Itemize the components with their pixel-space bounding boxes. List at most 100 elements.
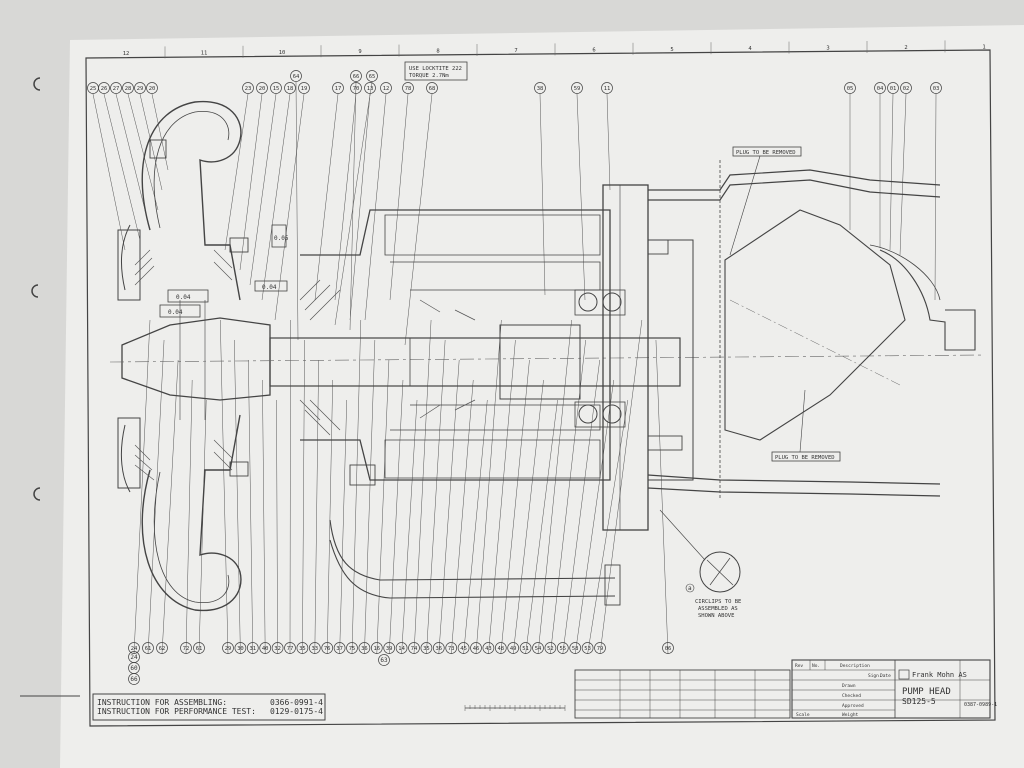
callout-number: 79 <box>597 646 604 652</box>
header-label: Rev <box>795 663 803 669</box>
assembling-code: 0366-0991-4 <box>270 698 323 707</box>
callout-bubble: 74 <box>408 319 432 655</box>
callout-number: 16 <box>373 646 380 652</box>
callout-number: 30 <box>237 646 244 652</box>
drawing-title: PUMP HEAD <box>902 687 951 697</box>
header-label: No. <box>812 663 820 669</box>
locktite-note: USE LOCKTITE 222 TORQUE 2.7Nm <box>404 61 468 81</box>
callout-number: 46 <box>473 646 480 652</box>
callout-bubble: 53 <box>581 399 629 655</box>
callout-bubble: 64 <box>290 70 302 341</box>
callout-number: 11 <box>604 86 611 92</box>
callout-number: 68 <box>429 86 436 92</box>
callout-number: 78 <box>405 86 412 92</box>
callout-number: 36 <box>435 646 442 652</box>
callout-bubble: 16 <box>370 359 390 655</box>
callout-number: 25 <box>90 86 97 92</box>
callout-bubble: 23 <box>224 82 254 251</box>
callout-bubble: 51 <box>519 399 558 655</box>
assembling-label: INSTRUCTION FOR ASSEMBLING: <box>97 698 227 707</box>
callout-bubble: 77 <box>284 319 296 655</box>
header-label: Description <box>840 663 870 669</box>
callout-bubble: 15 <box>249 82 282 286</box>
bolts <box>149 139 683 486</box>
callout-bubble: 17 <box>314 82 344 301</box>
callout-number: 64 <box>293 74 300 80</box>
pump-cross-section <box>109 100 986 612</box>
performance-code: 0129-0175-4 <box>270 707 323 716</box>
scale-bar <box>464 705 566 711</box>
column-number: 4 <box>748 46 752 52</box>
callout-number: 59 <box>574 86 581 92</box>
column-number: 9 <box>358 49 361 55</box>
callout-number: 14 <box>398 646 405 652</box>
note-line: USE LOCKTITE 222 <box>409 66 462 72</box>
callout-bubble: 61 <box>193 399 207 655</box>
callout-number: 54 <box>535 646 542 652</box>
callout-number: 05 <box>847 86 854 92</box>
callout-bubble: 12 <box>364 82 392 321</box>
callout-number: 03 <box>933 86 940 92</box>
field-label: Scale <box>796 712 810 718</box>
drawing-number: 0387-0989-1 <box>964 702 997 708</box>
column-number: 12 <box>123 51 130 57</box>
column-number: 1 <box>982 44 985 50</box>
note-line: SHOWN ABOVE <box>698 613 734 619</box>
callout-bubble: 55 <box>556 359 600 655</box>
callout-number: 23 <box>245 86 252 92</box>
callout-number: 12 <box>383 86 390 92</box>
callout-number: 48 <box>497 646 504 652</box>
callout-bubble: 36 <box>358 339 376 655</box>
callout-bubble: 29 <box>220 319 234 655</box>
plug-note-top: PLUG TO BE REMOVED <box>729 146 802 256</box>
column-number: 3 <box>826 46 829 52</box>
tolerance-frames: 0.04 0.04 0.05 0.04 <box>159 224 289 318</box>
punch-holes <box>20 77 80 697</box>
callout-number: 24 <box>130 654 138 661</box>
callout-number: 62 <box>159 646 166 652</box>
callout-bubble: 40 <box>259 379 272 655</box>
note-line: CIRCLIPS TO BE <box>695 599 741 605</box>
tolerance-value: 0.04 <box>262 284 277 291</box>
callout-bubble: 29 <box>134 82 163 191</box>
instructions-box: INSTRUCTION FOR ASSEMBLING: 0366-0991-4 … <box>92 693 326 721</box>
callout-number: 60 <box>130 665 138 672</box>
callout-number: 06 <box>665 646 672 652</box>
callout-bubble: 24 <box>128 319 151 655</box>
callout-number: 20 <box>259 86 266 92</box>
field-label: Weight <box>842 712 859 718</box>
header-label: Date <box>880 673 891 679</box>
callout-bubble: 37 <box>333 399 348 655</box>
callout-number: 36 <box>361 646 368 652</box>
callout-bubble: 66 <box>349 70 362 331</box>
revision-table <box>574 669 791 719</box>
note-line: ASSEMBLED AS <box>698 606 738 612</box>
callout-number: 13 <box>367 86 374 92</box>
callout-number: 53 <box>584 646 591 652</box>
callout-bubble: 14 <box>395 399 418 655</box>
callout-number: 73 <box>448 646 455 652</box>
callout-number: 19 <box>301 86 308 92</box>
callout-number: 51 <box>522 646 529 652</box>
detail-marker: a <box>688 585 692 592</box>
callout-number: 31 <box>249 646 256 652</box>
callout-number: 37 <box>336 646 343 652</box>
company-name: Frank Mohn AS <box>912 671 967 679</box>
callout-number: 01 <box>890 86 897 92</box>
callout-number: 33 <box>311 646 318 652</box>
callout-number: 24 <box>131 646 138 652</box>
callout-bubble: 78 <box>389 82 414 301</box>
callout-bubble: 33 <box>308 359 321 655</box>
callout-bubble: 11 <box>601 82 613 191</box>
tolerance-value: 0.05 <box>274 235 289 242</box>
callout-number: 72 <box>183 646 190 652</box>
callout-number: 63 <box>380 657 388 664</box>
callout-bubble: 38 <box>534 82 546 296</box>
paper-sheet <box>60 25 1024 768</box>
callout-number: 75 <box>349 646 356 652</box>
column-number: 8 <box>436 49 439 55</box>
callout-bubble: 73 <box>445 379 474 655</box>
callout-bubble: 28 <box>122 82 159 211</box>
callout-number: 66 <box>353 74 360 80</box>
